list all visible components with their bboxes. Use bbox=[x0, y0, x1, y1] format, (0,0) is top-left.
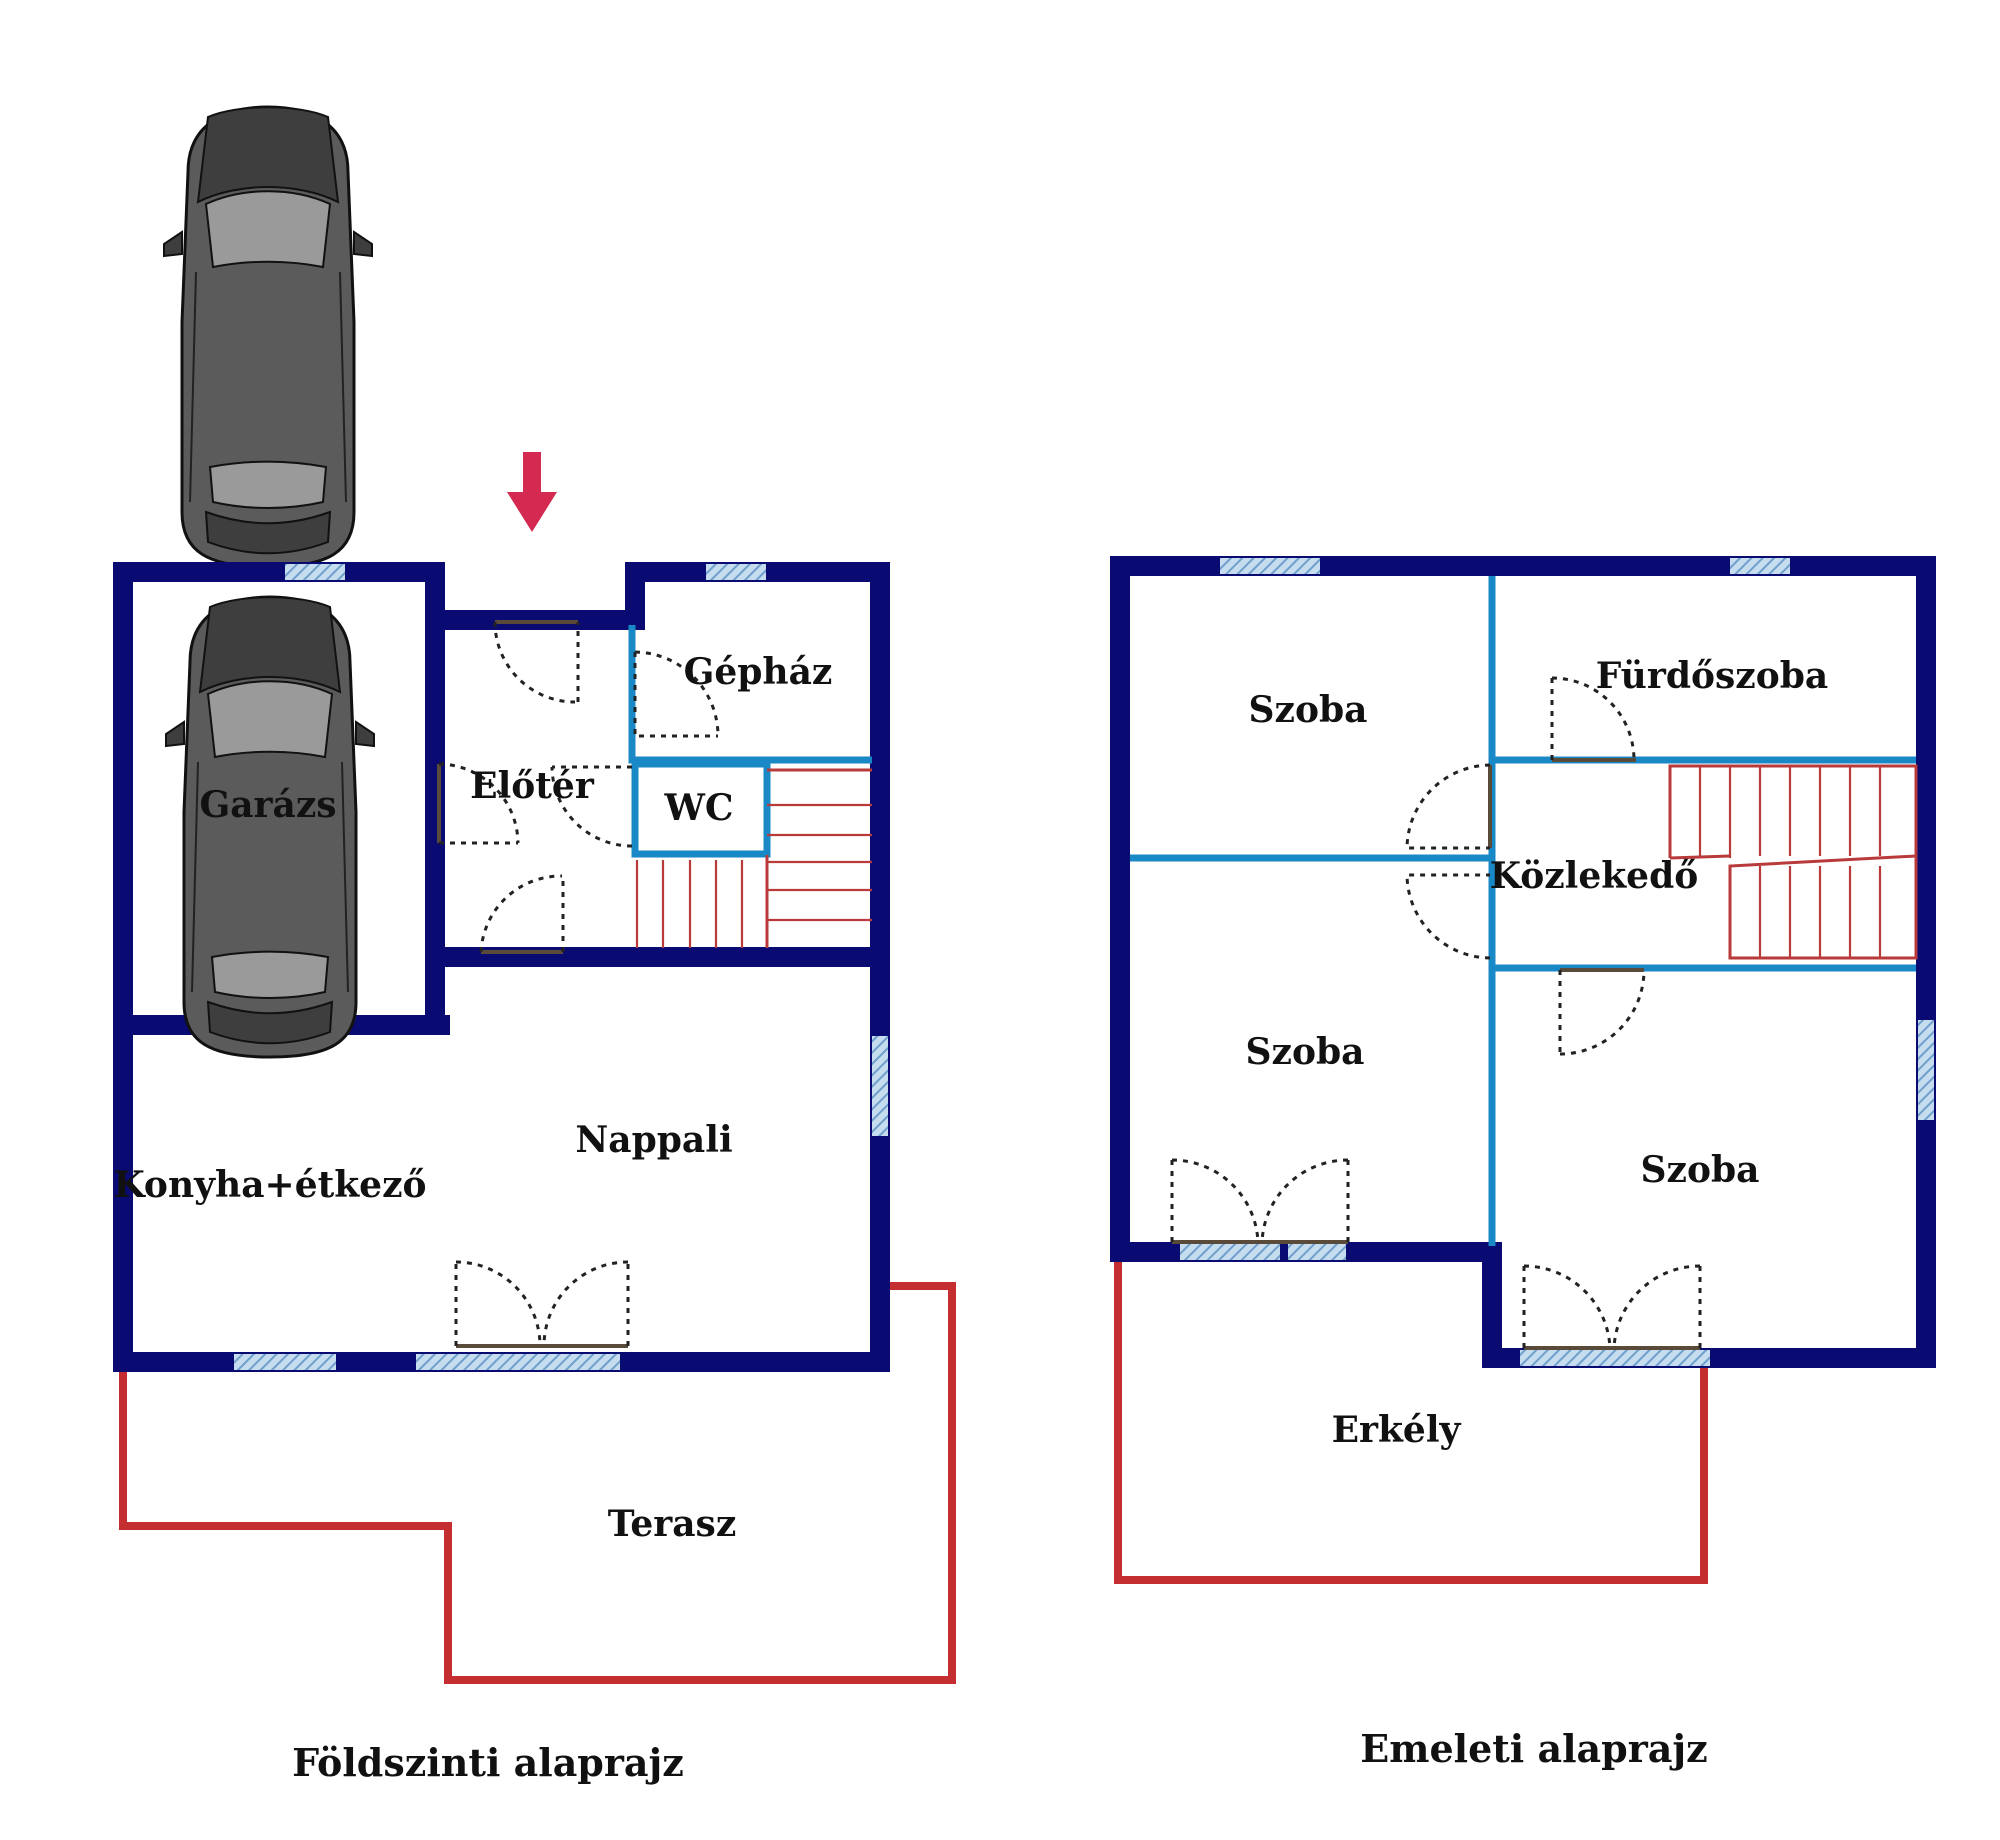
room-label-corridor: Közlekedő bbox=[1490, 855, 1699, 897]
upper-windows bbox=[1180, 558, 1934, 1366]
ground-doors bbox=[437, 620, 720, 1348]
room-label-garage: Garázs bbox=[199, 784, 336, 826]
balcony-outline bbox=[1114, 1262, 1708, 1584]
upper-outer-walls bbox=[1110, 556, 1936, 1368]
room-label-wc: WC bbox=[663, 787, 733, 829]
upper-staircase bbox=[1668, 764, 1918, 960]
upper-doors bbox=[1170, 676, 1702, 1350]
parked-car-icon bbox=[162, 105, 374, 569]
room-label-living: Nappali bbox=[575, 1119, 732, 1161]
ground-floor-plan: Garázs Előtér Gépház WC Nappali Konyha+é… bbox=[113, 105, 956, 1785]
garage-car-icon bbox=[164, 595, 376, 1059]
terrace-outline bbox=[119, 1282, 956, 1684]
room-label-kitchen: Konyha+étkező bbox=[113, 1164, 426, 1206]
upper-floor-title: Emeleti alaprajz bbox=[1360, 1726, 1707, 1771]
room-label-room-right: Szoba bbox=[1641, 1149, 1760, 1191]
ground-staircase bbox=[635, 768, 872, 948]
ground-inner-walls bbox=[628, 625, 872, 858]
upper-floor-plan: Szoba Fürdőszoba Közlekedő Szoba Szoba E… bbox=[1110, 556, 1936, 1771]
room-label-terrace: Terasz bbox=[608, 1503, 737, 1545]
room-label-bathroom: Fürdőszoba bbox=[1596, 655, 1828, 697]
room-label-room-mid-left: Szoba bbox=[1246, 1031, 1365, 1073]
room-label-utility: Gépház bbox=[684, 651, 833, 693]
ground-windows bbox=[234, 564, 888, 1370]
room-label-balcony: Erkély bbox=[1332, 1409, 1462, 1451]
room-label-room-top-left: Szoba bbox=[1249, 689, 1368, 731]
ground-floor-title: Földszinti alaprajz bbox=[292, 1740, 684, 1785]
room-label-hall: Előtér bbox=[470, 765, 595, 807]
entrance-arrow-icon bbox=[507, 452, 557, 532]
